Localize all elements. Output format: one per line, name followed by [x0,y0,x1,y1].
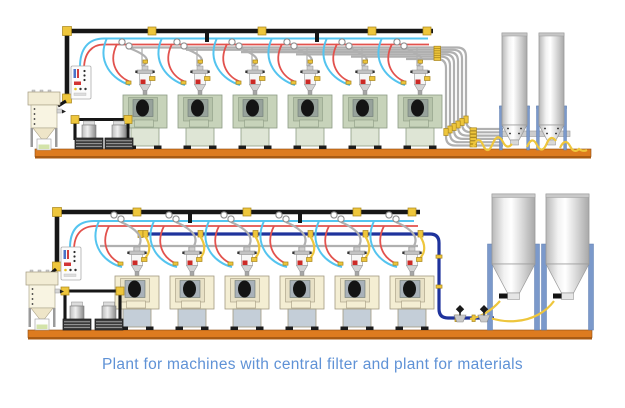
control-panel [60,246,82,281]
machine-station [206,212,269,330]
material-pipe-bundle [131,45,503,148]
suction-tube-cyan [69,220,414,249]
pump-pipe-arch [70,115,133,140]
diagram-caption: Plant for machines with central filter a… [102,356,523,373]
flexible-hoses [471,136,588,153]
storage-silo [541,193,594,331]
control-panel [70,65,92,100]
plant-diagrams-canvas [25,26,594,340]
pressure-tube-red [73,225,418,251]
machine-station [151,212,214,330]
machine-station [371,212,434,330]
machine-station [261,212,324,330]
floor-platform [34,148,592,159]
central-filter [25,269,65,331]
flexible-hoses [469,300,555,323]
upper-plant-diagram [27,26,592,159]
central-filter [27,89,67,151]
vacuum-pump [74,120,104,150]
lower-plant-diagram [25,193,594,340]
storage-silo [487,193,540,331]
machine-station [316,212,379,330]
suction-tube-cyan [79,37,428,68]
vacuum-pump [62,301,92,331]
floor-platform [27,329,593,340]
diverter-valves [453,305,491,323]
